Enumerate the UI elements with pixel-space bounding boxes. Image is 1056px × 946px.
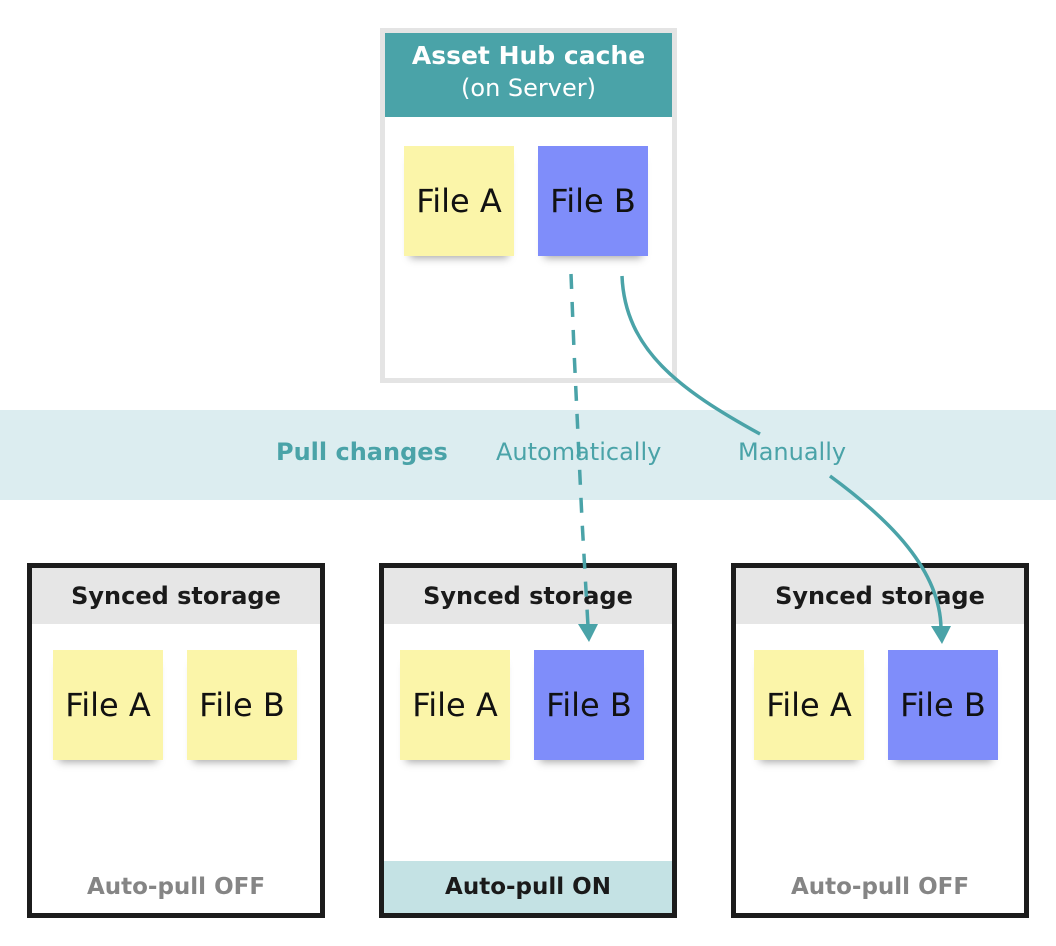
storage-2-file-a-note: File A: [400, 650, 510, 760]
synced-storage-2-header: Synced storage: [384, 568, 672, 624]
server-file-b-label: File B: [550, 182, 636, 220]
synced-storage-2: Synced storage File A File B Auto-pull O…: [379, 563, 677, 918]
server-cache-box: Asset Hub cache (on Server) File A File …: [380, 28, 677, 383]
server-cache-header: Asset Hub cache (on Server): [385, 33, 672, 117]
storage-1-file-b-note: File B: [187, 650, 297, 760]
server-cache-title: Asset Hub cache: [411, 41, 646, 70]
synced-storage-3-header: Synced storage: [736, 568, 1024, 624]
storage-3-file-a-label: File A: [766, 686, 852, 724]
storage-1-file-a-label: File A: [65, 686, 151, 724]
server-file-a-label: File A: [416, 182, 502, 220]
server-file-b-note: File B: [538, 146, 648, 256]
storage-1-file-b-label: File B: [199, 686, 285, 724]
storage-1-file-a-note: File A: [53, 650, 163, 760]
storage-2-file-b-note: File B: [534, 650, 644, 760]
pull-changes-label: Pull changes: [276, 438, 448, 466]
storage-1-auto-pull-status: Auto-pull OFF: [86, 874, 266, 900]
storage-3-file-a-note: File A: [754, 650, 864, 760]
storage-3-file-b-note: File B: [888, 650, 998, 760]
storage-2-file-b-label: File B: [546, 686, 632, 724]
manually-label: Manually: [738, 438, 847, 466]
pull-changes-band: Pull changes Automatically Manually: [0, 410, 1056, 500]
synced-storage-3: Synced storage File A File B Auto-pull O…: [731, 563, 1029, 918]
storage-3-file-b-label: File B: [900, 686, 986, 724]
synced-storage-1: Synced storage File A File B Auto-pull O…: [27, 563, 325, 918]
storage-3-auto-pull-status: Auto-pull OFF: [790, 874, 970, 900]
storage-2-file-a-label: File A: [412, 686, 498, 724]
automatically-label: Automatically: [496, 438, 662, 466]
storage-2-auto-pull-status: Auto-pull ON: [384, 861, 672, 913]
server-cache-subtitle: (on Server): [461, 74, 596, 102]
synced-storage-1-header: Synced storage: [32, 568, 320, 624]
server-file-a-note: File A: [404, 146, 514, 256]
